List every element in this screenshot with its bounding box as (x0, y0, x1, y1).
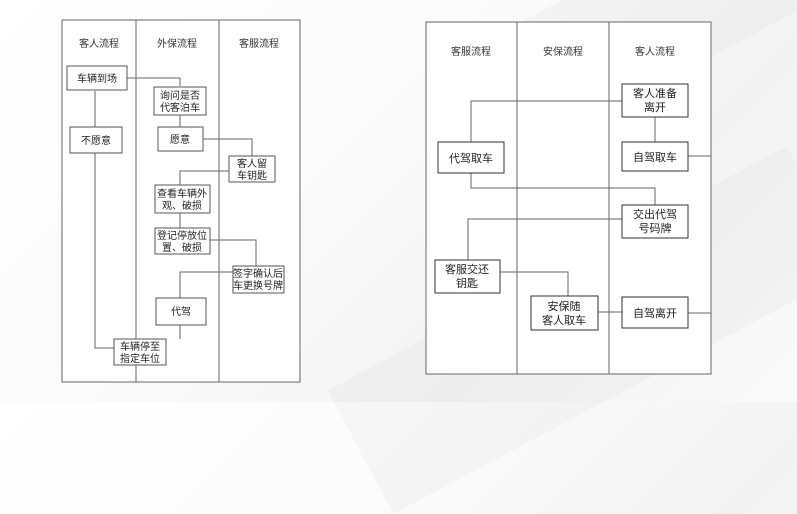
svg-text:询问是否: 询问是否 (160, 89, 200, 102)
box-guest-prepare-leave: 客人准备 离开 (621, 83, 689, 118)
box-inspect-vehicle: 查看车辆外 观、破损 (154, 184, 211, 214)
svg-text:查看车辆外: 查看车辆外 (157, 187, 207, 200)
svg-text:客人留: 客人留 (237, 157, 267, 170)
svg-text:号码牌: 号码牌 (639, 221, 672, 235)
svg-text:自驾离开: 自驾离开 (633, 306, 677, 320)
svg-text:客人取车: 客人取车 (542, 313, 586, 327)
svg-text:车钥匙: 车钥匙 (237, 169, 267, 182)
box-security-escort: 安保随 客人取车 (530, 295, 599, 331)
right-lane-header-3: 客人流程 (635, 45, 675, 58)
left-lane-header-1: 客人流程 (79, 37, 119, 50)
svg-text:签字确认后: 签字确认后 (233, 267, 283, 280)
svg-text:观、破损: 观、破损 (162, 199, 202, 212)
svg-text:客人准备: 客人准备 (633, 86, 677, 100)
svg-text:代驾取车: 代驾取车 (449, 151, 493, 165)
box-self-retrieve: 自驾取车 (621, 141, 689, 172)
svg-text:代客泊车: 代客泊车 (160, 101, 200, 114)
left-lane-header-2: 外保流程 (157, 37, 197, 50)
right-connectors (467, 100, 712, 314)
svg-text:车辆到场: 车辆到场 (77, 72, 117, 85)
right-lane-header-1: 客服流程 (451, 45, 491, 58)
box-record-location: 登记停放位 置、破损 (154, 227, 211, 255)
svg-text:交出代驾: 交出代驾 (633, 207, 677, 221)
box-vehicle-arrival: 车辆到场 (66, 65, 128, 91)
svg-text:不愿意: 不愿意 (81, 134, 111, 147)
svg-text:代驾: 代驾 (171, 306, 191, 318)
left-lane-header-3: 客服流程 (239, 37, 279, 50)
svg-text:自驾取车: 自驾取车 (633, 150, 677, 164)
box-valet-drive: 代驾 (155, 297, 207, 326)
box-self-depart: 自驾离开 (621, 296, 689, 329)
svg-text:客服交还: 客服交还 (445, 262, 489, 276)
svg-text:离开: 离开 (644, 100, 666, 114)
box-decline: 不愿意 (69, 126, 123, 154)
svg-text:车更换号牌: 车更换号牌 (233, 279, 283, 292)
left-connectors (94, 77, 257, 349)
flowcharts: 客人流程 外保流程 客服流程 客服流程 安保流程 客人流程 车辆到场 询问是否 … (61, 19, 712, 383)
box-park-assigned: 车辆停至 指定车位 (113, 338, 167, 366)
svg-text:钥匙: 钥匙 (456, 276, 478, 290)
box-leave-key: 客人留 车钥匙 (228, 155, 276, 183)
svg-text:置、破损: 置、破损 (162, 241, 202, 254)
box-valet-retrieve: 代驾取车 (437, 141, 505, 174)
box-accept: 愿意 (157, 126, 204, 152)
svg-text:指定车位: 指定车位 (120, 352, 160, 365)
svg-text:安保随: 安保随 (548, 299, 581, 313)
box-hand-valet-tag: 交出代驾 号码牌 (621, 204, 689, 239)
box-sign-confirm: 签字确认后 车更换号牌 (232, 265, 285, 294)
box-ask-valet: 询问是否 代客泊车 (153, 86, 207, 116)
svg-text:车辆停至: 车辆停至 (120, 340, 160, 353)
box-return-key: 客服交还 钥匙 (434, 259, 501, 294)
svg-text:登记停放位: 登记停放位 (157, 229, 207, 242)
svg-text:愿意: 愿意 (170, 133, 190, 146)
right-lane-header-2: 安保流程 (543, 45, 583, 58)
